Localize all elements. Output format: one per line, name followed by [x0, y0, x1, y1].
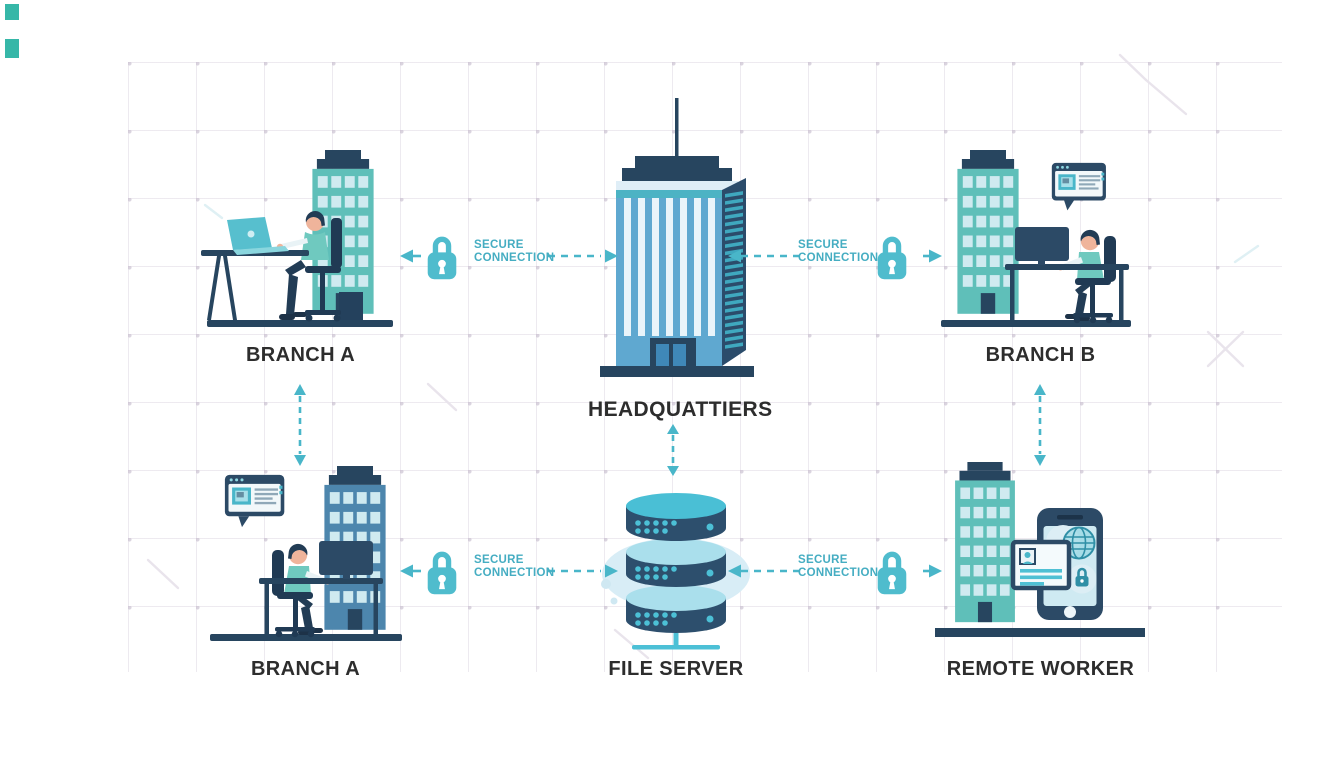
headquarters-building-icon: [600, 98, 754, 377]
person-at-desktop-icon: [1005, 227, 1129, 324]
node-headquarters: HEADQUATTIERS: [588, 98, 773, 421]
dashed-double-arrow: [400, 249, 618, 263]
node-file-server: FILE SERVER: [600, 474, 752, 680]
lock-icon: [424, 231, 460, 281]
node-label-headquarters: HEADQUATTIERS: [588, 398, 773, 421]
node-label-file-server: FILE SERVER: [608, 658, 744, 680]
branch-office-illustration: [210, 466, 402, 641]
lock-badge-icon: [1067, 564, 1097, 594]
branch-office-illustration: [941, 150, 1131, 327]
connection-hq-to-branch-b: SECURE CONNECTION: [726, 227, 944, 285]
secure-connection-label: SECURE CONNECTION: [798, 554, 879, 579]
file-server-icon: [601, 493, 750, 650]
lock-icon: [874, 546, 910, 596]
lock-icon: [874, 231, 910, 281]
vertical-dashed-arrow-right: [1034, 384, 1046, 466]
dashed-double-arrow: [400, 564, 618, 578]
node-branch-a-bottom: BRANCH A: [198, 452, 413, 680]
secure-connection-label: SECURE CONNECTION: [798, 239, 879, 264]
vertical-dashed-arrow-left: [294, 384, 306, 466]
node-label-branch-a-bottom: BRANCH A: [250, 658, 361, 680]
building-icon: [955, 462, 1015, 623]
remote-worker-illustration: [935, 462, 1145, 637]
server-drum-bottom: [626, 585, 726, 633]
lock-icon: [424, 546, 460, 596]
corner-square-decoration: [5, 4, 19, 20]
node-label-branch-a-top: BRANCH A: [245, 344, 356, 366]
chat-window-icon: [1051, 162, 1106, 211]
id-card-icon: [1010, 539, 1072, 591]
vertical-dashed-arrow-center: [667, 424, 679, 476]
secure-connection-label: SECURE CONNECTION: [474, 554, 555, 579]
connection-branch-a-to-file-server: SECURE CONNECTION: [398, 542, 620, 600]
connection-branch-a-to-hq: SECURE CONNECTION: [398, 227, 620, 285]
branch-office-illustration: [201, 150, 393, 327]
node-label-remote-worker: REMOTE WORKER: [946, 658, 1135, 680]
server-drum-top: [626, 493, 726, 541]
laptop-icon: [227, 217, 289, 255]
chat-window-icon: [224, 474, 285, 528]
connection-file-server-to-remote-worker: SECURE CONNECTION: [726, 542, 944, 600]
building-icon: [957, 150, 1019, 314]
node-label-branch-b: BRANCH B: [985, 344, 1096, 366]
dashed-double-arrow: [728, 249, 942, 263]
node-remote-worker: REMOTE WORKER: [933, 452, 1148, 680]
secure-connection-label: SECURE CONNECTION: [474, 239, 555, 264]
node-branch-a-top: BRANCH A: [193, 138, 408, 366]
server-drum-middle: [626, 539, 726, 587]
node-branch-b: BRANCH B: [933, 138, 1148, 366]
corner-square-decoration: [5, 39, 19, 58]
dashed-double-arrow: [728, 564, 942, 578]
